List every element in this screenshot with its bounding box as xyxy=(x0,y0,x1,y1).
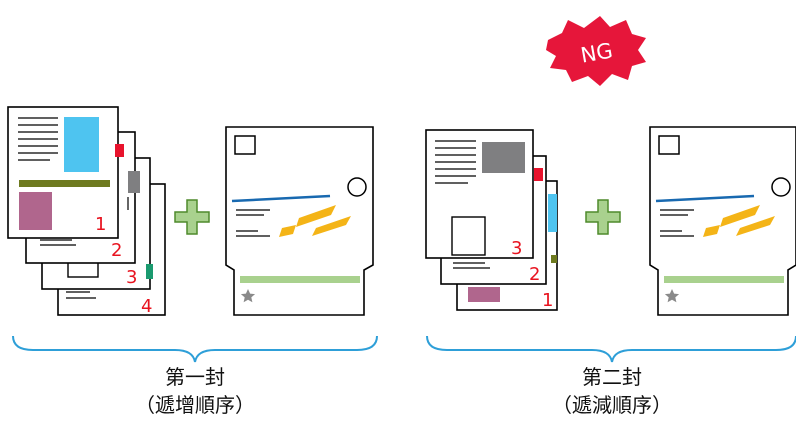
envelope-circle-icon xyxy=(771,177,791,197)
mauve-block xyxy=(468,287,500,302)
envelope-window-icon xyxy=(234,135,256,155)
plus-icon xyxy=(585,199,621,235)
right-envelope xyxy=(649,126,796,316)
right-document-stack: 1 2 3 xyxy=(425,129,558,311)
left-caption-title: 第一封 xyxy=(165,365,225,389)
envelope-green-bar xyxy=(240,276,360,283)
star-icon xyxy=(664,289,680,303)
left-envelope xyxy=(225,126,374,316)
red-tab xyxy=(115,144,124,157)
right-page-number-2: 2 xyxy=(529,264,540,285)
left-page-number-4: 4 xyxy=(141,296,152,317)
right-caption-title: 第二封 xyxy=(582,365,642,389)
olive-bar xyxy=(19,180,110,187)
right-brace xyxy=(426,335,796,363)
left-page-1: 1 xyxy=(7,106,124,239)
left-brace xyxy=(12,335,378,363)
right-page-number-1: 1 xyxy=(542,290,553,311)
mauve-block xyxy=(19,192,52,230)
envelope-circle-icon xyxy=(347,177,367,197)
teal-tab xyxy=(146,264,153,279)
red-tab xyxy=(534,168,543,181)
left-caption: 第一封 （遞增順序） xyxy=(85,363,305,419)
blue-photo xyxy=(64,117,99,172)
right-caption-subtitle: （遞減順序） xyxy=(552,393,672,417)
envelope-green-bar xyxy=(664,276,784,283)
left-document-stack: 4 3 2 xyxy=(7,106,166,317)
envelope-window-icon xyxy=(658,135,680,155)
left-text-lines xyxy=(18,117,58,161)
blue-tab xyxy=(548,194,557,232)
gray-photo xyxy=(482,142,525,173)
left-page-number-1: 1 xyxy=(95,214,106,235)
ng-burst-shape xyxy=(546,16,646,86)
ng-badge-text: NG xyxy=(579,38,615,67)
right-page-number-3: 3 xyxy=(511,238,522,259)
left-page-number-2: 2 xyxy=(111,240,122,261)
left-page-number-3: 3 xyxy=(126,267,137,288)
left-caption-subtitle: （遞增順序） xyxy=(135,393,255,417)
right-text-lines xyxy=(435,140,476,184)
star-icon xyxy=(240,289,256,303)
plus-icon xyxy=(174,199,210,235)
right-caption: 第二封 （遞減順序） xyxy=(502,363,722,419)
ng-badge: NG xyxy=(546,16,646,86)
right-page-3: 3 xyxy=(425,129,543,259)
